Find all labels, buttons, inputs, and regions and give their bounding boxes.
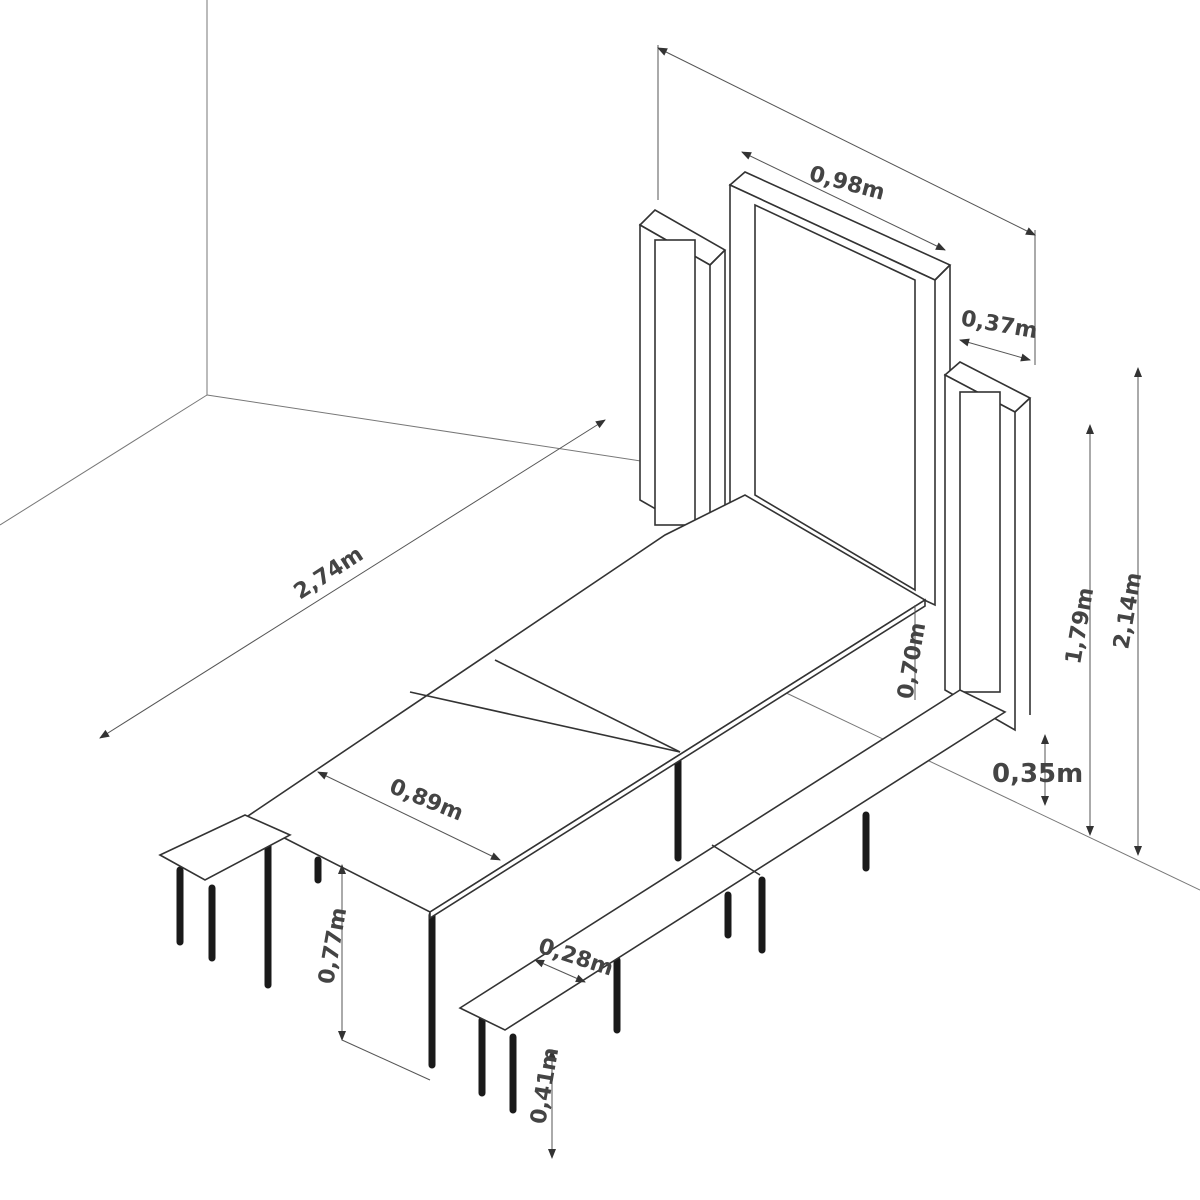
left-bench [158,814,292,962]
dimension-lines [99,45,1142,1159]
dim-frame-depth: 0,37m [959,306,1039,344]
dim-total-length: 2,74m [290,542,368,605]
dim-table-side-height: 0,70m [893,621,931,701]
left-side-frame [638,209,727,542]
table-legs [264,754,682,1069]
dim-bench-offset: 0,35m [992,759,1083,789]
dim-inner-height: 1,79m [1061,586,1099,666]
dim-bench-height: 0,41m [526,1046,564,1126]
dim-frame-width: 0,98m [806,162,887,206]
dim-table-height: 0,77m [314,906,352,986]
right-bench [458,689,1007,1114]
right-side-frame [943,361,1032,732]
dim-total-height: 2,14m [1109,571,1147,651]
